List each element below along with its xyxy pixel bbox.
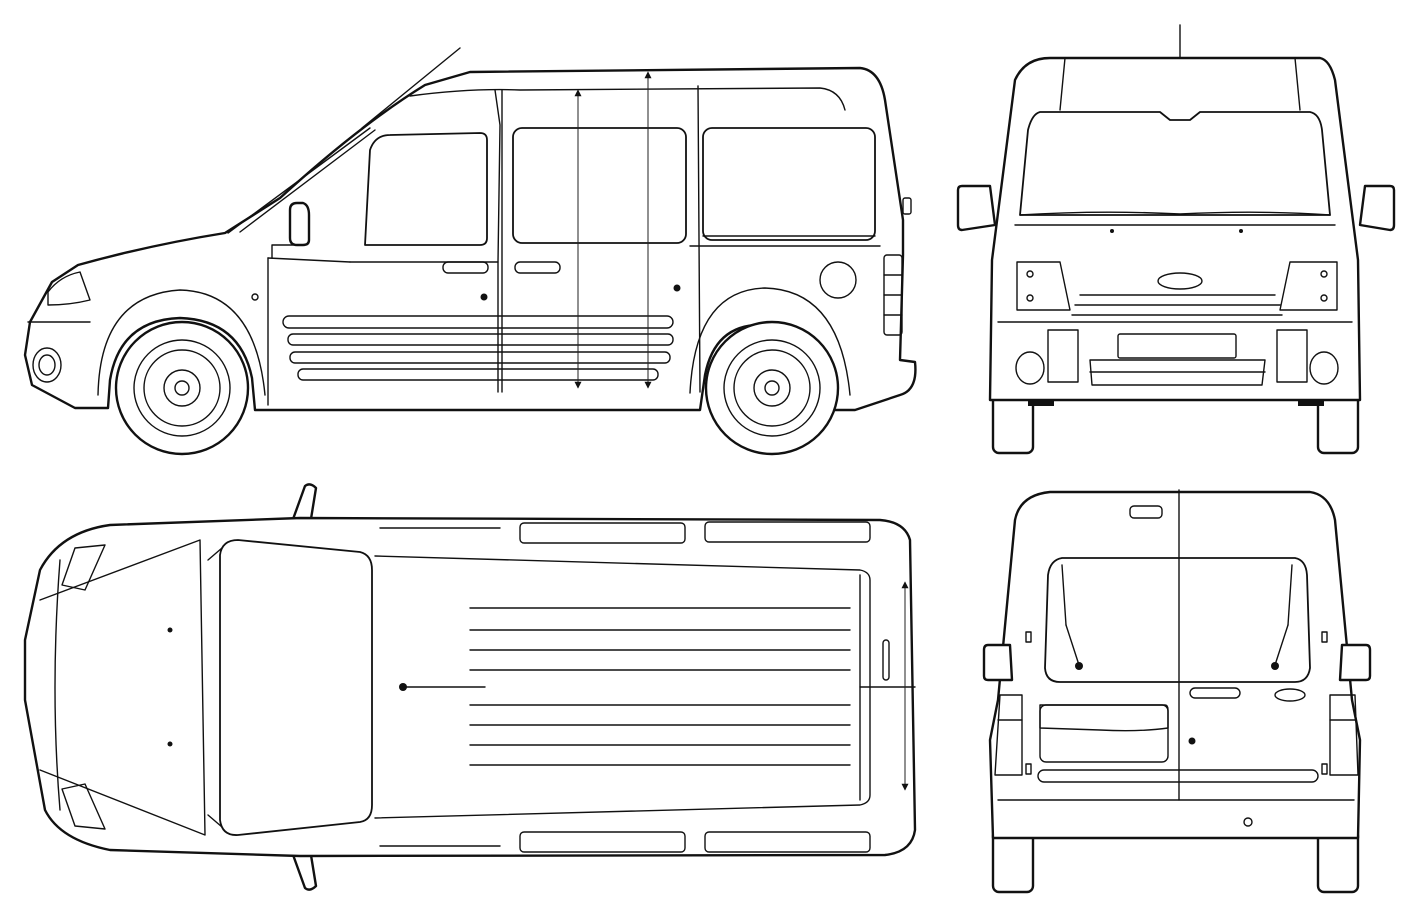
roof-ribs [469,607,851,766]
front-view [956,24,1396,455]
side-rear-wheel [704,320,840,456]
side-view [23,47,917,456]
ford-oval-logo-icon [1157,272,1203,290]
top-view [23,483,917,891]
rear-view [982,489,1372,894]
side-front-wheel [114,320,250,456]
